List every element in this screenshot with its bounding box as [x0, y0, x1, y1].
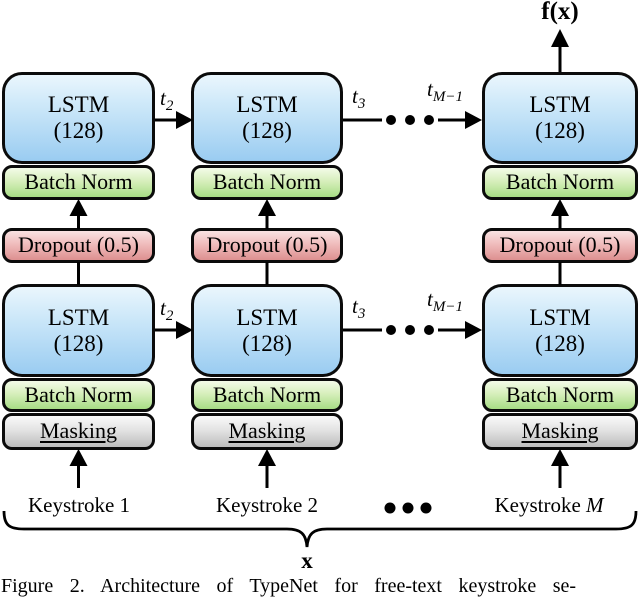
lstm-units: (128) [535, 330, 585, 356]
timestep-t2-top: t2 [160, 86, 174, 115]
masking-label: Masking [40, 418, 117, 444]
batch-norm-label: Batch Norm [212, 381, 322, 407]
timestep-t2-bottom: t2 [160, 296, 174, 325]
batch-norm-label: Batch Norm [24, 381, 133, 407]
lstm-top-col1: LSTM (128) [2, 72, 155, 164]
lstm-units: (128) [242, 118, 292, 143]
dropout-col2: Dropout (0.5) [191, 228, 343, 263]
lstm-units: (128) [53, 118, 104, 143]
ellipsis-dot-icon [405, 115, 415, 125]
ellipsis-dot-icon [424, 325, 434, 335]
ellipsis-dot-icon [386, 115, 396, 125]
lstm-label: LSTM [529, 92, 591, 118]
dropout-to-bn-arrow-head-col1 [69, 199, 88, 216]
input-sequence-label: x [301, 548, 313, 573]
timestep-tm1-bottom: tM−1 [427, 287, 463, 316]
output-arrow-head [551, 29, 569, 47]
lstm-label: LSTM [529, 304, 591, 330]
lstm-label: LSTM [47, 92, 110, 118]
ellipsis-dot-icon [386, 325, 396, 335]
batch-norm-lower-col1: Batch Norm [2, 378, 155, 412]
dropout-label: Dropout (0.5) [206, 232, 328, 258]
lstm-top-col3: LSTM (128) [482, 72, 638, 164]
lstm-units: (128) [53, 330, 104, 356]
lstm-bottom-col1: LSTM (128) [2, 284, 155, 377]
dropout-label: Dropout (0.5) [499, 232, 621, 258]
dropout-to-bn-arrow-head-col2 [258, 199, 276, 216]
batch-norm-label: Batch Norm [212, 169, 322, 195]
lstm-bottom-col3: LSTM (128) [482, 284, 638, 377]
masking-label: Masking [521, 418, 599, 444]
keystroke-m-label: Keystroke M [494, 493, 604, 517]
masking-col3: Masking [482, 413, 638, 450]
ellipsis-dot-icon [420, 502, 432, 514]
lstm-label: LSTM [47, 304, 110, 330]
keystroke-2-label: Keystroke 2 [215, 493, 319, 517]
masking-col1: Masking [2, 413, 155, 450]
masking-label: Masking [228, 418, 306, 444]
recurrent-arrow-head-bottom-c3 [465, 321, 482, 339]
batch-norm-label: Batch Norm [505, 169, 615, 195]
keystroke-arrow-head-col1 [69, 449, 88, 466]
dropout-col1: Dropout (0.5) [2, 228, 155, 263]
output-vector-label: f(x) [541, 0, 579, 25]
batch-norm-lower-col3: Batch Norm [482, 378, 638, 412]
batch-norm-label: Batch Norm [24, 169, 133, 195]
ellipsis-dot-icon [424, 115, 434, 125]
batch-norm-upper-col2: Batch Norm [191, 165, 343, 200]
lstm-units: (128) [242, 330, 292, 356]
batch-norm-upper-col3: Batch Norm [482, 165, 638, 200]
recurrent-arrow-head-top-c3 [465, 111, 482, 129]
timestep-tm1-top: tM−1 [427, 77, 463, 106]
batch-norm-label: Batch Norm [505, 381, 615, 407]
lstm-label: LSTM [236, 92, 298, 118]
dropout-label: Dropout (0.5) [18, 232, 139, 258]
keystroke-1-label: Keystroke 1 [27, 493, 131, 517]
lstm-units: (128) [535, 118, 585, 143]
lstm-bottom-col2: LSTM (128) [191, 284, 343, 377]
dropout-to-bn-arrow-head-col3 [551, 199, 569, 216]
masking-col2: Masking [191, 413, 343, 450]
lstm-top-col2: LSTM (128) [191, 72, 343, 164]
keystroke-arrow-head-col3 [551, 449, 569, 466]
ellipsis-dot-icon [402, 502, 414, 514]
timestep-t3-top: t3 [352, 84, 366, 113]
batch-norm-lower-col2: Batch Norm [191, 378, 343, 412]
figure-caption: Figure 2. Architecture of TypeNet for fr… [1, 575, 577, 597]
batch-norm-upper-col1: Batch Norm [2, 165, 155, 200]
dropout-col3: Dropout (0.5) [482, 228, 638, 263]
ellipsis-dot-icon [405, 325, 415, 335]
keystroke-arrow-head-col2 [258, 449, 276, 466]
ellipsis-dot-icon [384, 502, 396, 514]
lstm-label: LSTM [236, 304, 298, 330]
timestep-t3-bottom: t3 [352, 294, 366, 323]
